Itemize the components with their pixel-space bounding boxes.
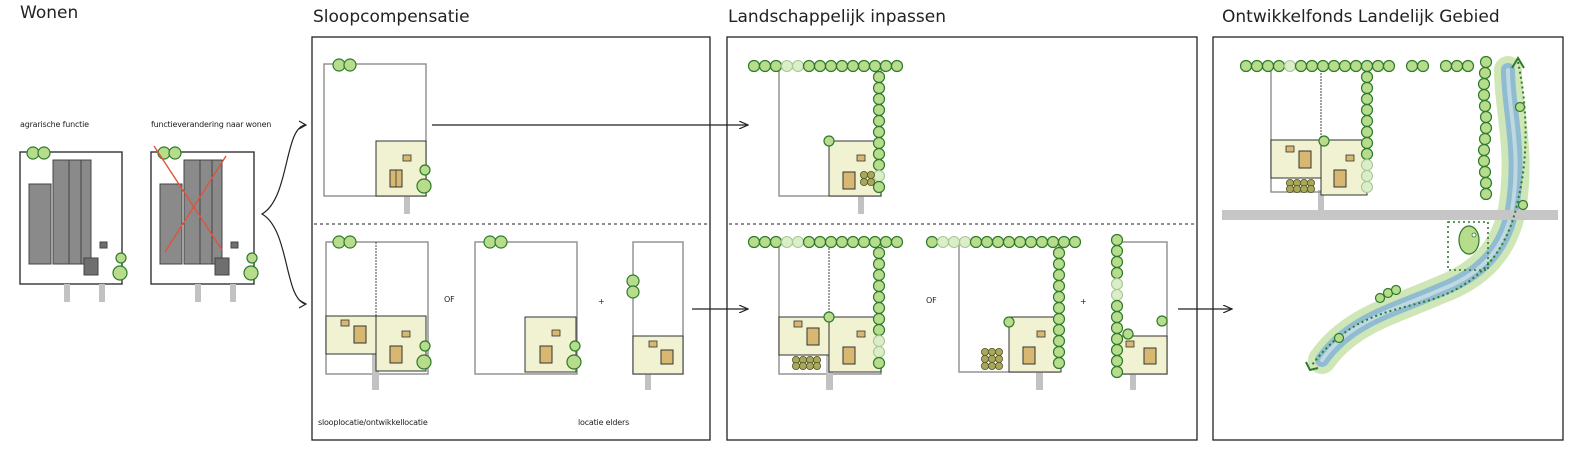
panel-ontwikkelfonds	[1212, 36, 1564, 441]
heading-wonen: Wonen	[20, 3, 78, 23]
label-slooplocatie: slooplocatie/ontwikkellocatie	[318, 418, 428, 427]
label-agrarische-functie: agrarische functie	[20, 120, 89, 129]
sloop-bottom-left	[325, 235, 432, 390]
landschap-top	[747, 59, 904, 214]
sloop-top	[323, 58, 432, 214]
heading-sloopcompensatie: Sloopcompensatie	[313, 7, 470, 27]
sloop-bottom-middle	[474, 235, 582, 375]
farm-agrarisch	[19, 146, 128, 302]
farm-functieverandering	[150, 145, 259, 302]
landschap-bottom-left	[747, 235, 904, 390]
label-functieverandering: functieverandering naar wonen	[151, 120, 271, 129]
label-locatie-elders: locatie elders	[578, 418, 629, 427]
brace	[260, 124, 307, 305]
heading-ontwikkelfonds: Ontwikkelfonds Landelijk Gebied	[1222, 7, 1500, 27]
heading-landschappelijk-inpassen: Landschappelijk inpassen	[728, 7, 946, 27]
landschap-bottom-right	[1110, 233, 1168, 390]
panel-landschappelijk	[726, 36, 1198, 441]
label-plus-2: +	[1080, 297, 1087, 306]
fund-landscape	[1222, 55, 1558, 374]
label-of-2: OF	[926, 296, 937, 305]
sloop-bottom-right	[626, 241, 684, 390]
landschap-bottom-middle	[925, 235, 1082, 390]
label-of-1: OF	[444, 295, 455, 304]
panel-sloopcompensatie	[311, 36, 711, 441]
label-plus-1: +	[598, 297, 605, 306]
